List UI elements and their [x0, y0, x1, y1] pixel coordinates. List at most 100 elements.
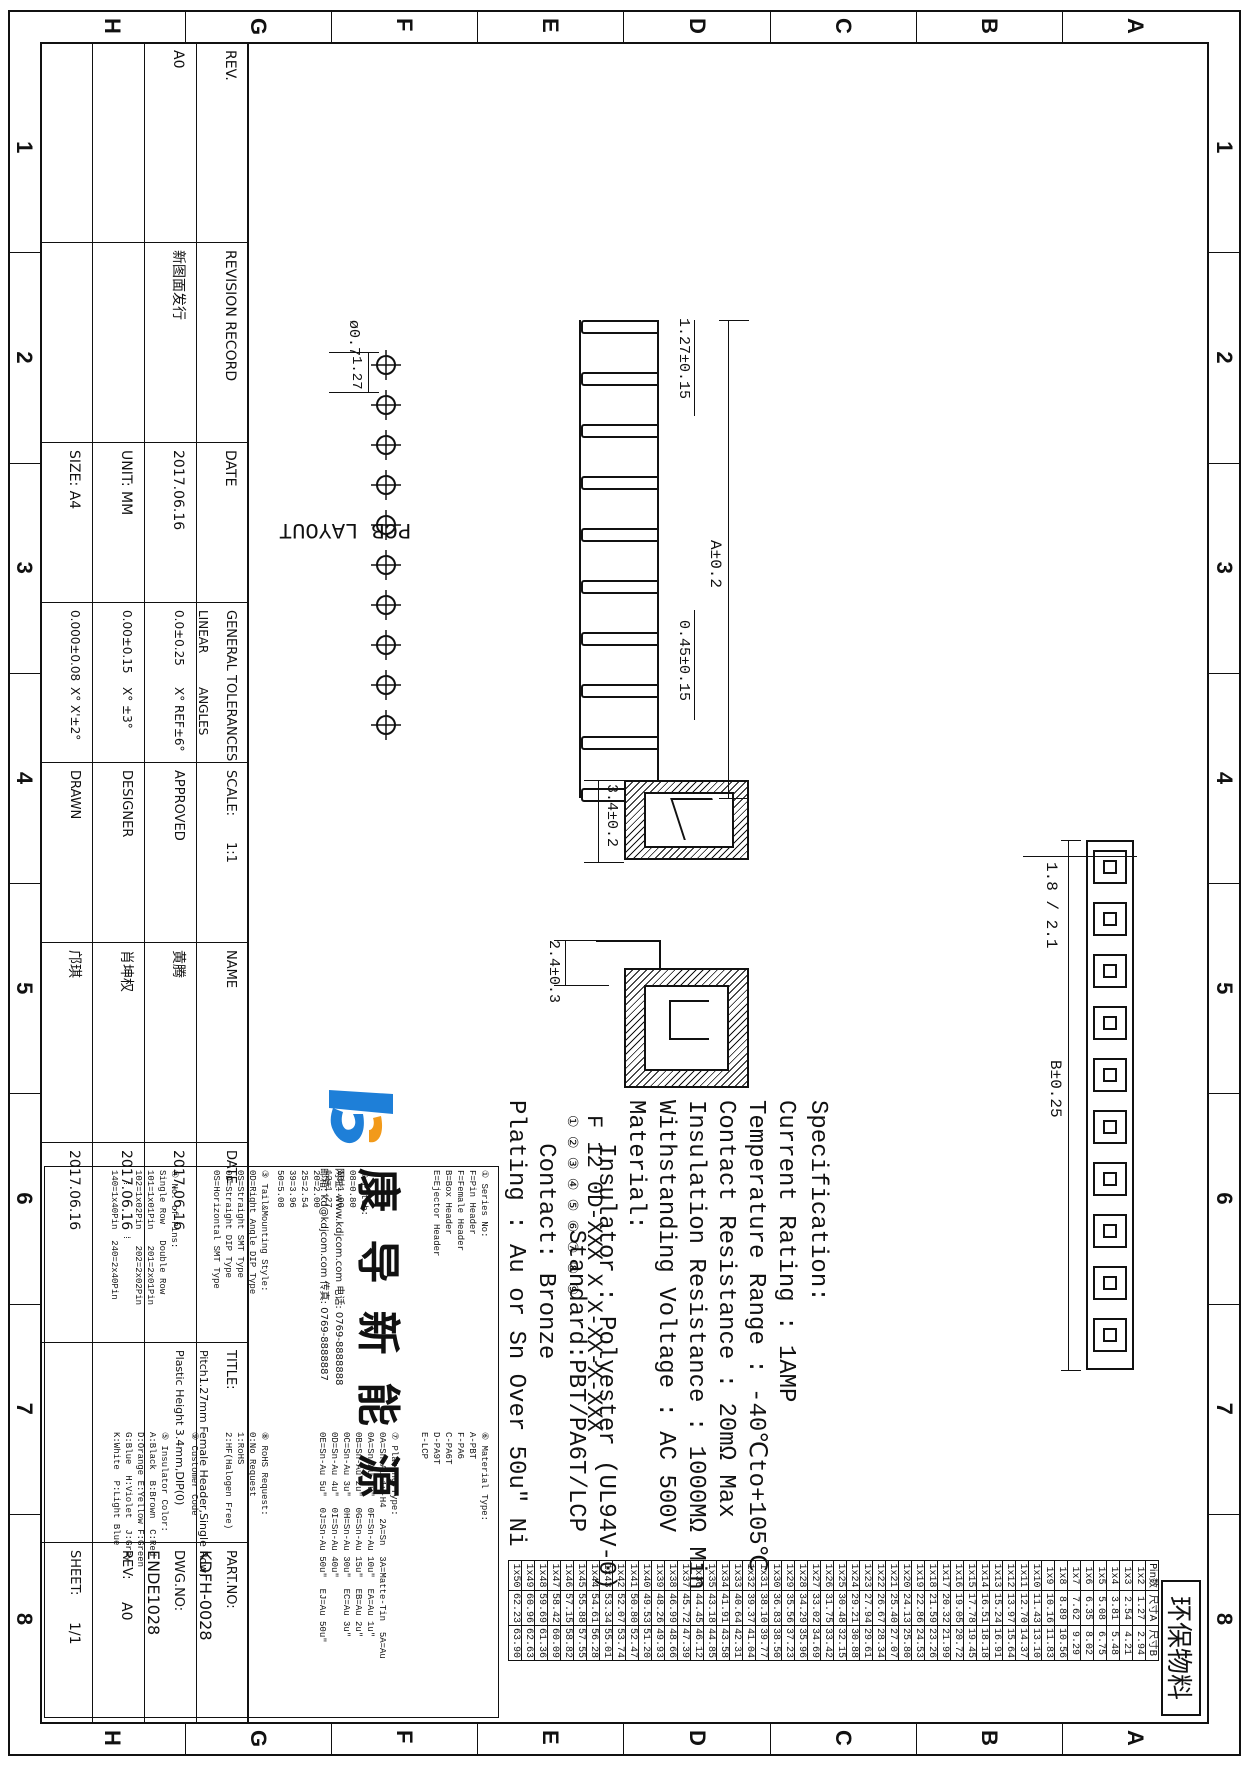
- table-cell: 29.61: [859, 1625, 873, 1661]
- scale-value: 1:1: [223, 842, 238, 863]
- top-view-pin-box: [1093, 1214, 1127, 1248]
- spec-line: Insulation Resistance : 1000MΩ Min: [682, 1100, 709, 1590]
- table-cell: 30.48: [833, 1590, 847, 1626]
- table-cell: 1x34: [716, 1560, 730, 1591]
- zone-row-right-E: E: [538, 1730, 564, 1745]
- table-cell: 46.99: [664, 1590, 678, 1626]
- pcb-hole-icon: [371, 550, 401, 580]
- tol-angle: X° X'±2°: [68, 687, 82, 741]
- spec-line: Material:: [622, 1100, 649, 1230]
- table-cell: 15.64: [1002, 1625, 1016, 1661]
- table-cell: 36.83: [768, 1590, 782, 1626]
- spec-line: Withstanding Voltage : AC 500V: [652, 1100, 679, 1533]
- zone-tick: [8, 1093, 40, 1095]
- scale-label: SCALE:: [223, 770, 238, 817]
- part-no-label: PART.NO:: [223, 1550, 238, 1609]
- title-line-1: Pitch1.27mm Female Header,Single Row,: [197, 1350, 210, 1577]
- zone-tick: [1209, 1093, 1241, 1095]
- table-cell: 25.80: [898, 1625, 912, 1661]
- name-label: NAME: [223, 950, 238, 989]
- front-view-pin: [581, 372, 659, 386]
- zone-col-bottom-7: 7: [12, 1402, 37, 1415]
- zone-tick: [1209, 252, 1241, 254]
- angles-label: ANGLES: [196, 687, 210, 736]
- table-cell: 11.83: [1041, 1625, 1055, 1661]
- code-legend-line: E-LCP: [419, 1432, 429, 1460]
- title-line-2: Plastic Height 3.4mm,DIP(0): [173, 1350, 186, 1506]
- table-cell: 35.56: [781, 1590, 795, 1626]
- code-legend-line: D-PA9T: [431, 1432, 441, 1465]
- table-cell: 53.74: [612, 1625, 626, 1661]
- part-code: F 12 0D-XXX X X-XX-X-XXX: [581, 1115, 606, 1432]
- tol-linear: 0.00±0.15: [120, 610, 134, 674]
- zone-tick: [185, 1724, 187, 1756]
- zone-row-A: A: [1122, 18, 1148, 34]
- table-cell: 31.75: [820, 1590, 834, 1626]
- table-cell: 1x45: [573, 1560, 587, 1591]
- table-cell: 1x5: [1093, 1560, 1107, 1591]
- table-cell: 33.42: [820, 1625, 834, 1661]
- zone-row-right-C: C: [830, 1730, 856, 1746]
- zone-tick: [915, 10, 917, 42]
- zone-row-right-H: H: [100, 1730, 126, 1746]
- table-cell: 20.32: [937, 1590, 951, 1626]
- dwg-no: ENDE1028: [144, 1550, 163, 1636]
- pin-top-line: [657, 320, 659, 798]
- table-cell: 1x41: [625, 1560, 639, 1591]
- table-cell: 1x27: [807, 1560, 821, 1591]
- table-cell: 38.10: [755, 1590, 769, 1626]
- unit-label: UNIT: MM: [118, 450, 134, 516]
- front-view-pin: [581, 580, 659, 594]
- table-cell: 1x8: [1054, 1560, 1068, 1591]
- table-cell: 56.28: [586, 1625, 600, 1661]
- drawn-label: DRAWN: [67, 770, 82, 820]
- table-cell: 23.26: [924, 1625, 938, 1661]
- table-cell: 60.09: [547, 1625, 561, 1661]
- pitch-dim-label: 1.27±0.15: [675, 318, 692, 400]
- zone-tick: [915, 1724, 917, 1756]
- code-legend-line: A-PBT: [467, 1432, 477, 1460]
- table-cell: 1x11: [1015, 1560, 1029, 1591]
- part-code-marks: ① ② ③ ④ ⑤ ⑥ ⑦ ⑧ ⑨: [563, 1115, 579, 1296]
- table-cell: 1x12: [1002, 1560, 1016, 1591]
- table-cell: 54.61: [586, 1590, 600, 1626]
- code-legend-line: 25=2.54: [299, 1170, 309, 1208]
- table-cell: 41.04: [742, 1625, 756, 1661]
- table-cell: 34.69: [807, 1625, 821, 1661]
- spec-line: Contact Resistance : 20mΩ Max: [712, 1100, 739, 1518]
- table-cell: 26.67: [872, 1590, 886, 1626]
- table-cell: 1x20: [898, 1560, 912, 1591]
- front-view-pin: [581, 476, 659, 490]
- spec-line: Contact: Bronze: [532, 1100, 559, 1360]
- table-cell: 44.85: [703, 1625, 717, 1661]
- spec-line: Temperature Range : -40℃to+105℃: [742, 1100, 769, 1572]
- top-view-pin-box: [1093, 1162, 1127, 1196]
- zone-row-right-G: G: [246, 1730, 272, 1748]
- table-cell: 4.21: [1119, 1625, 1133, 1661]
- table-header-cell: 尺寸B: [1145, 1625, 1159, 1661]
- tol-angle: X° REF±6°: [172, 687, 186, 752]
- code-legend-line: ③ Tail&Mounting Style:: [259, 1170, 269, 1292]
- pcb-hole-icon: [371, 430, 401, 460]
- top-view-pin-box: [1093, 1318, 1127, 1352]
- tol-linear: 0.000±0.08: [68, 610, 82, 682]
- table-cell: 1x40: [638, 1560, 652, 1591]
- table-cell: 21.59: [924, 1590, 938, 1626]
- table-cell: 6.75: [1093, 1625, 1107, 1661]
- zone-row-F: F: [392, 18, 418, 32]
- top-view-pin-box: [1093, 1058, 1127, 1092]
- front-view-pin: [581, 320, 659, 334]
